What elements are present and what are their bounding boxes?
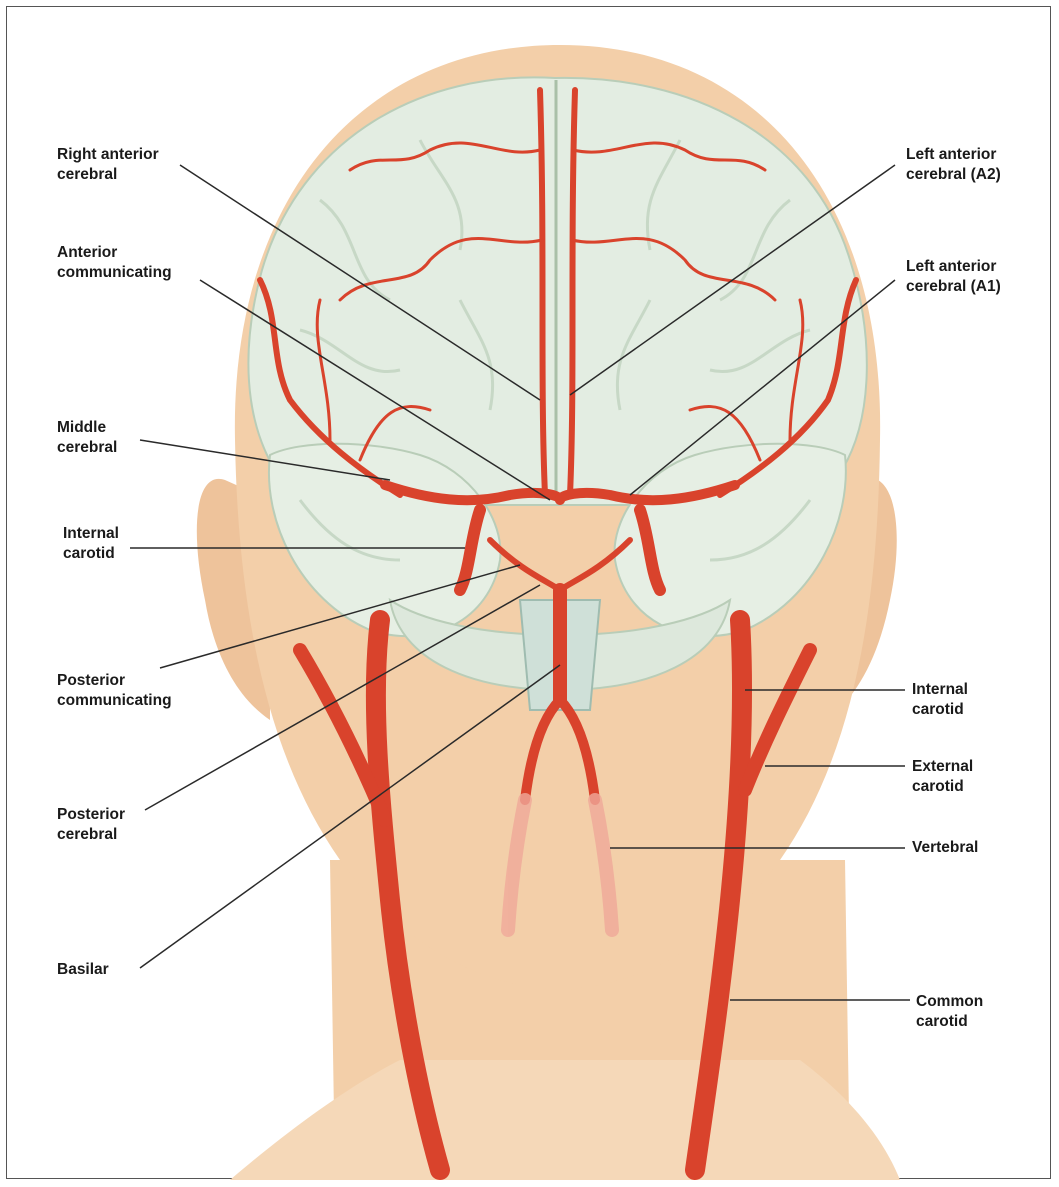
label-left-anterior-cerebral-a2: Left anterior cerebral (A2) <box>906 145 1001 185</box>
leader-anterior-communicating <box>200 280 550 500</box>
label-internal-carotid-left: Internal carotid <box>63 524 119 564</box>
label-external-carotid: External carotid <box>912 757 973 797</box>
label-internal-carotid-right: Internal carotid <box>912 680 968 720</box>
leader-posterior-cerebral <box>145 585 540 810</box>
label-vertebral: Vertebral <box>912 838 978 858</box>
leader-basilar <box>140 665 560 968</box>
label-basilar: Basilar <box>57 960 109 980</box>
leader-posterior-communicating <box>160 565 520 668</box>
leader-left-anterior-cerebral-a2 <box>570 165 895 395</box>
label-posterior-cerebral: Posterior cerebral <box>57 805 125 845</box>
leader-middle-cerebral <box>140 440 390 480</box>
label-posterior-communicating: Posterior communicating <box>57 671 172 711</box>
label-left-anterior-cerebral-a1: Left anterior cerebral (A1) <box>906 257 1001 297</box>
label-common-carotid: Common carotid <box>916 992 983 1032</box>
label-right-anterior-cerebral: Right anterior cerebral <box>57 145 159 185</box>
leader-right-anterior-cerebral <box>180 165 540 400</box>
label-middle-cerebral: Middle cerebral <box>57 418 117 458</box>
label-anterior-communicating: Anterior communicating <box>57 243 172 283</box>
leader-left-anterior-cerebral-a1 <box>630 280 895 495</box>
